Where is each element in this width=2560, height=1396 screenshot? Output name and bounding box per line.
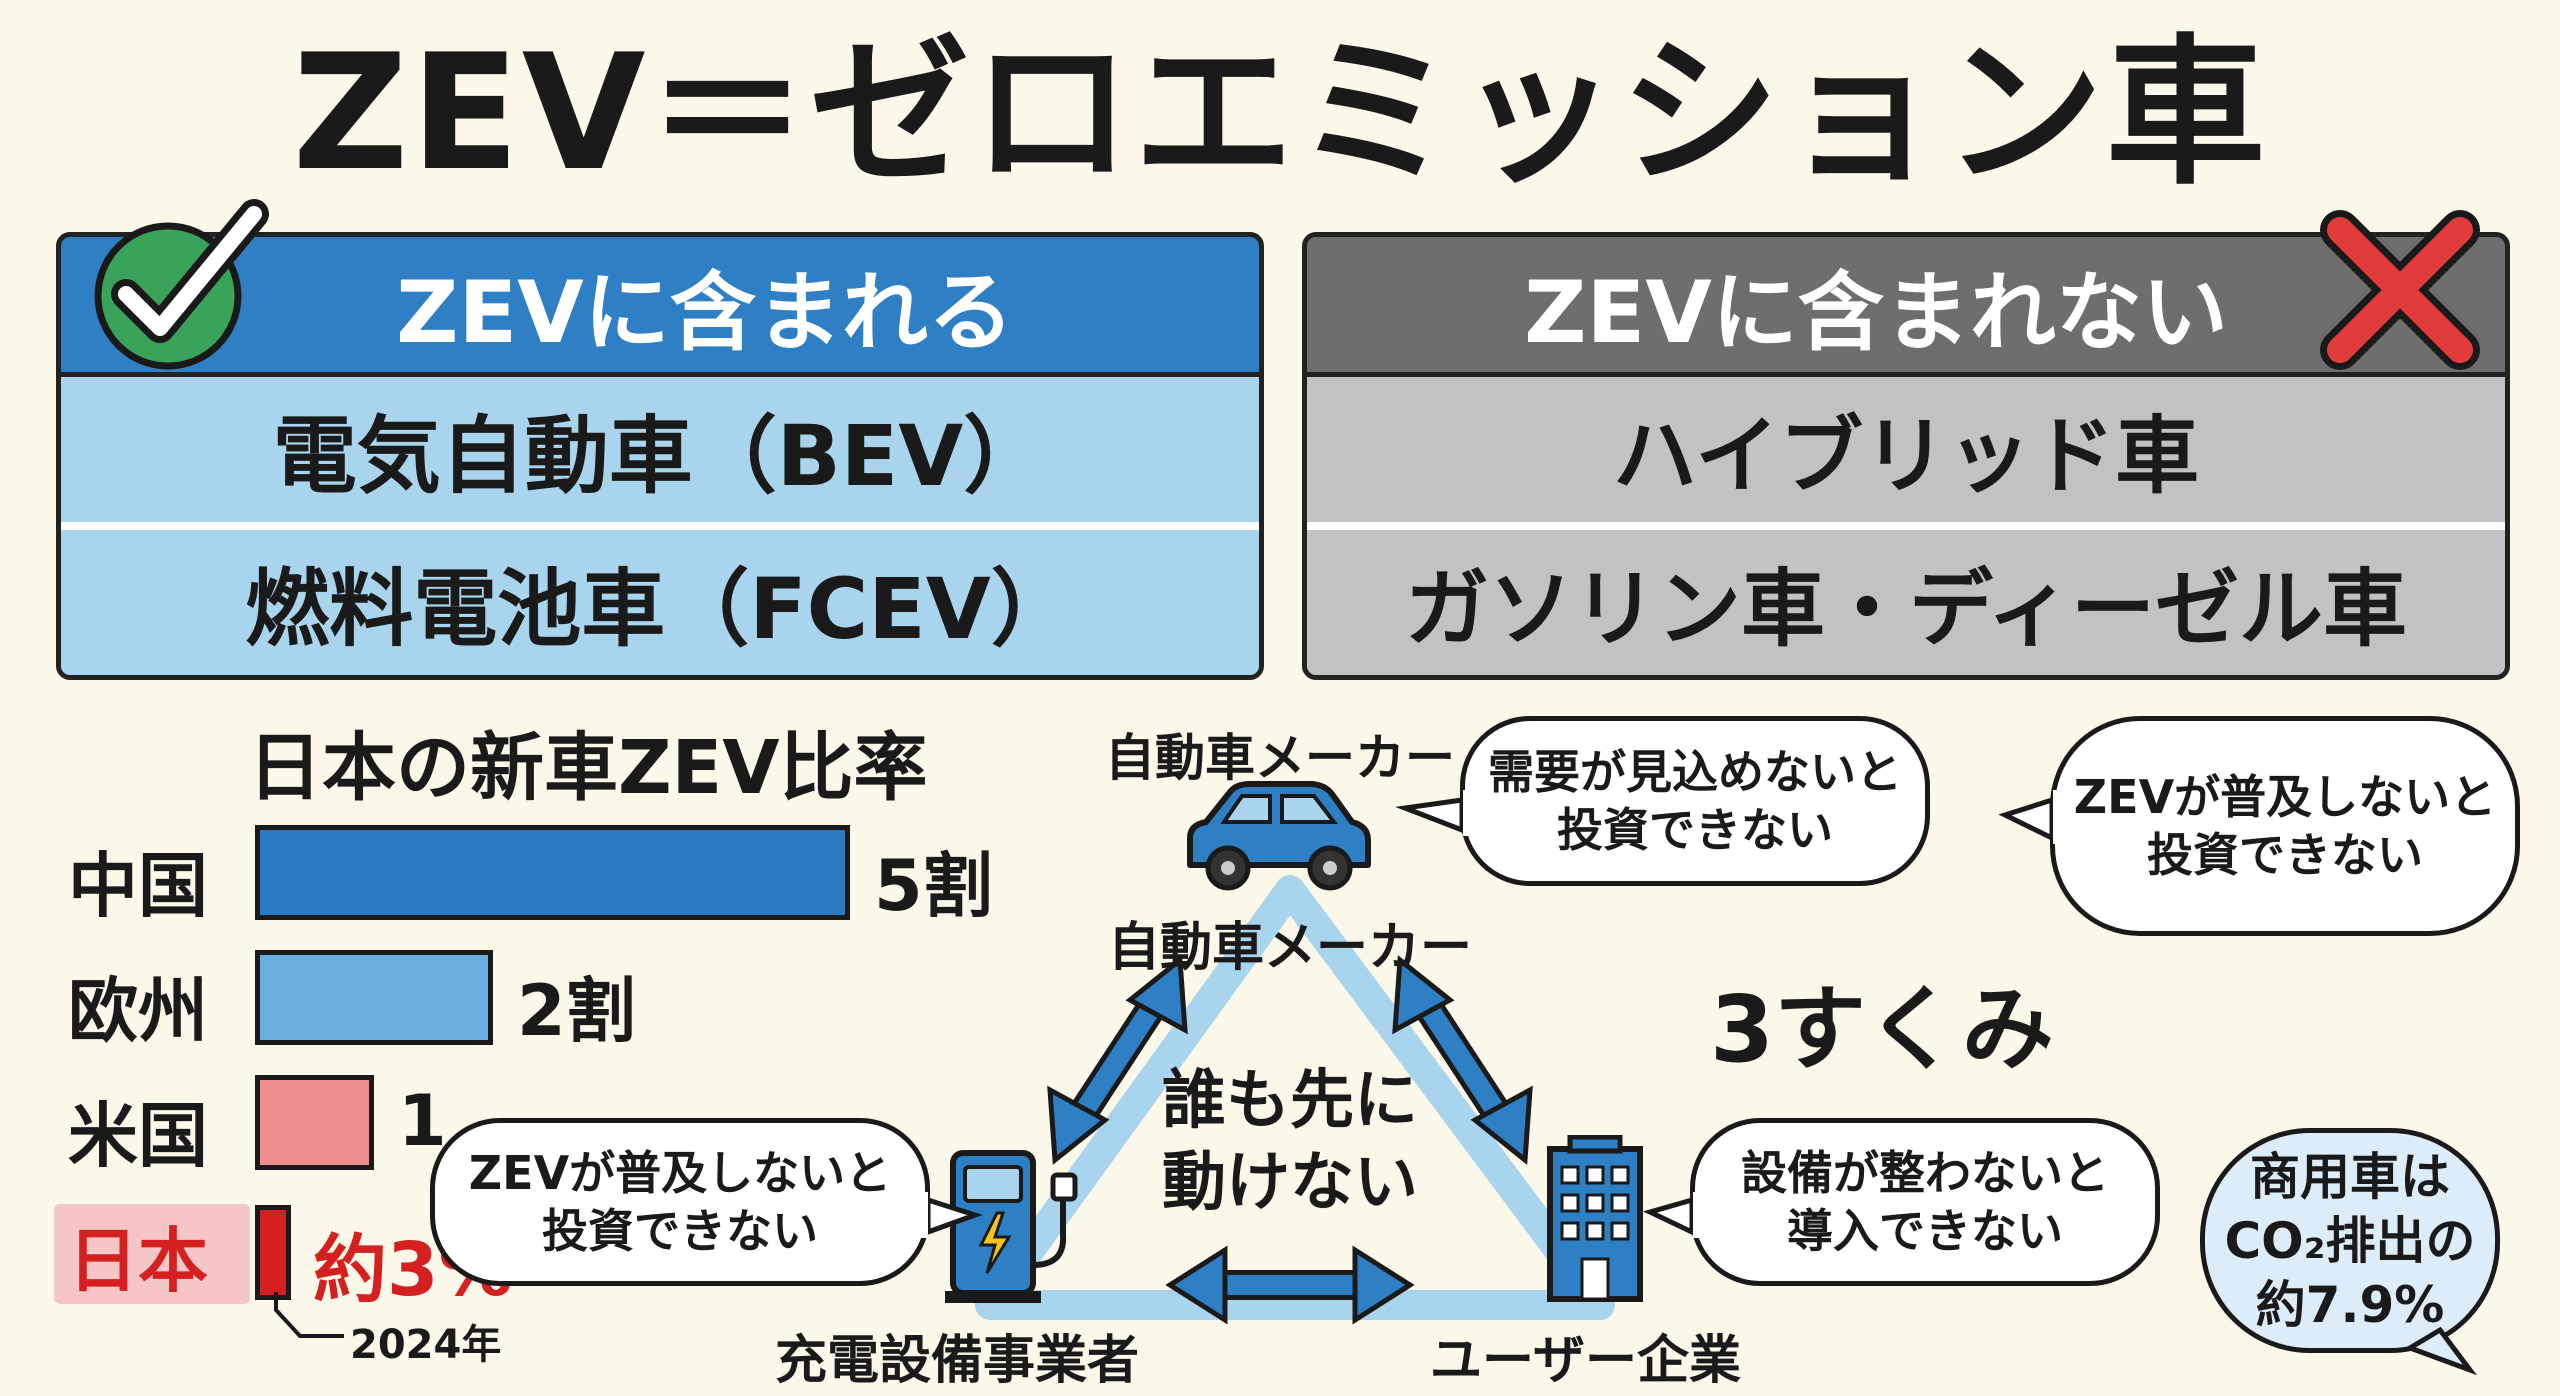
bubble-line: CO₂排出の: [2224, 1211, 2476, 1270]
zev-excluded-item-hybrid: ハイブリッド車: [1307, 377, 2505, 522]
charger-label: 充電設備事業者: [775, 1331, 1140, 1391]
country-label: 日本: [68, 1220, 208, 1302]
bar: [255, 950, 493, 1045]
bubble-line: 商用車は: [2249, 1147, 2450, 1206]
zev-included-item-fcev: 燃料電池車（FCEV）: [61, 522, 1259, 675]
ev-charger-icon: [945, 1150, 1078, 1303]
bubble-line: ZEVが普及しないと: [2073, 770, 2497, 824]
annotation-leader-line: [274, 1292, 344, 1338]
zev-excluded-panel: ZEVに含まれない ハイブリッド車 ガソリン車・ディーゼル車: [1302, 232, 2510, 680]
deadlock-line2: 動けない: [1162, 1146, 1418, 1220]
bar-value-label: 1: [398, 1080, 447, 1162]
country-label: 中国: [68, 845, 208, 927]
bubble-line: 投資できない: [2146, 828, 2423, 882]
zev-included-header: ZEVに含まれる: [61, 237, 1259, 377]
country-label: 欧州: [68, 970, 208, 1052]
x-mark-icon: [2320, 210, 2480, 370]
bubble-line: 投資できない: [1557, 803, 1833, 857]
bar: [255, 1205, 291, 1300]
maker-label: 自動車メーカー: [1108, 918, 1473, 978]
zev-excluded-item-ice: ガソリン車・ディーゼル車: [1307, 522, 2505, 675]
user-label: ユーザー企業: [1430, 1331, 1741, 1391]
bubble-line: ZEVが普及しないと: [468, 1146, 892, 1200]
double-arrow-icon: [1392, 955, 1533, 1165]
year-note: 2024年: [350, 1322, 502, 1368]
chart-title: 日本の新車ZEV比率: [248, 725, 928, 811]
charger-speech-bubble: ZEVが普及しないと投資できない: [430, 1118, 930, 1286]
page-title: ZEV＝ゼロエミッション車: [292, 19, 2268, 206]
car-icon: [1187, 781, 1371, 891]
japan-highlight: [54, 1204, 250, 1304]
three-way-deadlock-label: 3すくみ: [1710, 976, 2054, 1083]
zev-included-panel: ZEVに含まれる 電気自動車（BEV） 燃料電池車（FCEV）: [56, 232, 1264, 680]
office-building-icon: [1547, 1135, 1643, 1302]
country-label: 米国: [68, 1095, 208, 1177]
bar-value-label: 5割: [874, 845, 993, 927]
double-arrow-icon: [1047, 955, 1188, 1165]
maker-speech-bubble: 需要が見込めないと投資できない: [1460, 716, 1930, 886]
zev-excluded-header: ZEVに含まれない: [1307, 237, 2505, 377]
bar: [255, 1075, 374, 1170]
bubble-line: 導入できない: [1787, 1204, 2063, 1258]
bubble-line: 約7.9%: [2255, 1275, 2445, 1334]
zev-included-header-text: ZEVに含まれる: [396, 263, 1014, 363]
bar-value-label: 2割: [517, 970, 636, 1052]
user-speech-bubble: 設備が整わないと導入できない: [1690, 1118, 2160, 1286]
bubble-line: 需要が見込めないと: [1488, 745, 1902, 799]
bubble-line: 投資できない: [541, 1204, 818, 1258]
right-speech-bubble: ZEVが普及しないと投資できない: [2050, 716, 2520, 936]
maker-label-top: 自動車メーカー: [1105, 729, 1455, 787]
deadlock-text: 誰も先に 動けない: [1150, 1060, 1430, 1224]
zev-excluded-header-text: ZEVに含まれない: [1524, 263, 2228, 363]
bar: [255, 825, 850, 920]
deadlock-line1: 誰も先に: [1162, 1064, 1418, 1138]
double-arrow-icon: [1165, 1245, 1415, 1325]
bubble-line: 設備が整わないと: [1741, 1146, 2109, 1200]
zev-included-item-bev: 電気自動車（BEV）: [61, 377, 1259, 522]
check-icon: [94, 199, 269, 370]
